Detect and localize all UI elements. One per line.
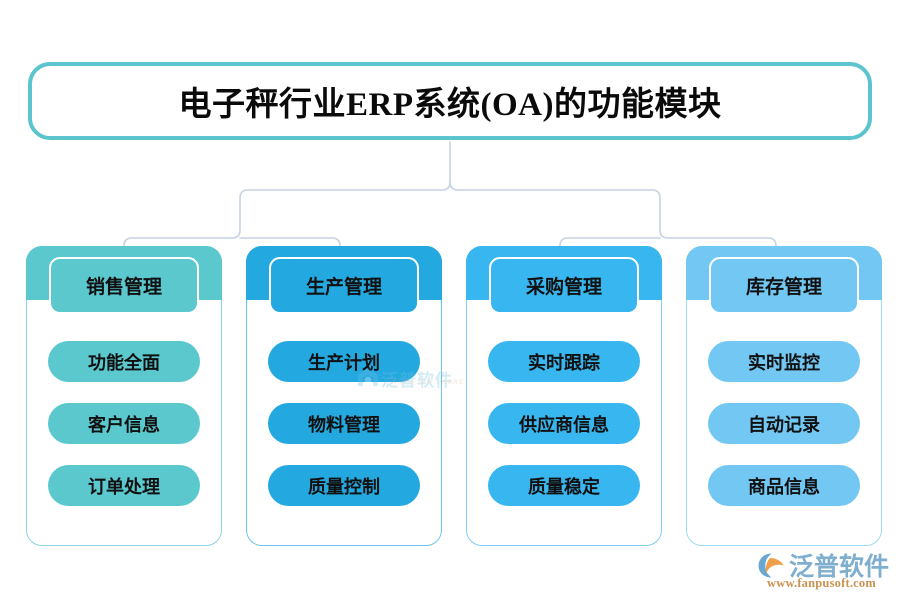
module-column-sales[interactable]: 销售管理 功能全面 客户信息 订单处理 xyxy=(26,246,222,546)
list-item-label: 质量控制 xyxy=(308,476,380,497)
connector-stem-left xyxy=(441,141,451,191)
card-items: 实时跟踪 供应商信息 质量稳定 xyxy=(488,341,640,527)
module-column-purchasing[interactable]: 采购管理 实时跟踪 供应商信息 质量稳定 xyxy=(466,246,662,546)
list-item-label: 质量稳定 xyxy=(528,476,600,497)
list-item[interactable]: 供应商信息 xyxy=(488,403,640,444)
list-item[interactable]: 功能全面 xyxy=(48,341,200,382)
module-columns: 销售管理 功能全面 客户信息 订单处理 生产管理 生产计划 物料管理 xyxy=(0,246,900,546)
logo-row: 泛普软件 xyxy=(757,547,889,583)
module-column-production[interactable]: 生产管理 生产计划 物料管理 质量控制 xyxy=(246,246,442,546)
list-item[interactable]: 商品信息 xyxy=(708,465,860,506)
list-item[interactable]: 实时跟踪 xyxy=(488,341,640,382)
card-header-label: 采购管理 xyxy=(525,277,602,298)
fanpu-mark-icon xyxy=(758,553,784,577)
list-item-label: 实时跟踪 xyxy=(528,352,600,373)
list-item[interactable]: 自动记录 xyxy=(708,403,860,444)
list-item-label: 功能全面 xyxy=(88,352,160,373)
list-item-label: 自动记录 xyxy=(748,414,820,435)
list-item-label: 商品信息 xyxy=(748,476,820,497)
list-item[interactable]: 质量稳定 xyxy=(488,465,640,506)
brand-logo: 泛普软件 www.fanpusoft.com xyxy=(757,547,897,595)
card-header-label: 生产管理 xyxy=(305,277,382,298)
list-item[interactable]: 客户信息 xyxy=(48,403,200,444)
list-item[interactable]: 质量控制 xyxy=(268,465,420,506)
connector-branch-right xyxy=(457,189,669,239)
list-item[interactable]: 生产计划 xyxy=(268,341,420,382)
card-header-purchasing[interactable]: 采购管理 xyxy=(489,257,639,314)
connector-stem-right xyxy=(449,181,459,191)
card-header-label: 销售管理 xyxy=(85,277,162,298)
card-header-label: 库存管理 xyxy=(745,277,822,298)
card-header-inventory[interactable]: 库存管理 xyxy=(709,257,859,314)
module-column-inventory[interactable]: 库存管理 实时监控 自动记录 商品信息 xyxy=(686,246,882,546)
logo-name: 泛普软件 xyxy=(789,554,890,581)
card-header-sales[interactable]: 销售管理 xyxy=(49,257,199,314)
list-item-label: 订单处理 xyxy=(88,476,160,497)
list-item-label: 生产计划 xyxy=(308,352,380,373)
list-item-label: 供应商信息 xyxy=(519,414,609,435)
list-item[interactable]: 订单处理 xyxy=(48,465,200,506)
diagram-title-box: 电子秤行业ERP系统(OA)的功能模块 xyxy=(28,62,872,140)
card-header-production[interactable]: 生产管理 xyxy=(269,257,419,314)
card-items: 功能全面 客户信息 订单处理 xyxy=(48,341,200,527)
logo-url: www.fanpusoft.com xyxy=(767,576,876,590)
list-item-label: 客户信息 xyxy=(88,414,160,435)
list-item-label: 实时监控 xyxy=(748,352,820,373)
page-title: 电子秤行业ERP系统(OA)的功能模块 xyxy=(178,87,722,123)
card-items: 生产计划 物料管理 质量控制 xyxy=(268,341,420,527)
connector-branch-left xyxy=(231,189,443,239)
list-item[interactable]: 物料管理 xyxy=(268,403,420,444)
list-item-label: 物料管理 xyxy=(308,414,380,435)
card-items: 实时监控 自动记录 商品信息 xyxy=(708,341,860,527)
list-item[interactable]: 实时监控 xyxy=(708,341,860,382)
